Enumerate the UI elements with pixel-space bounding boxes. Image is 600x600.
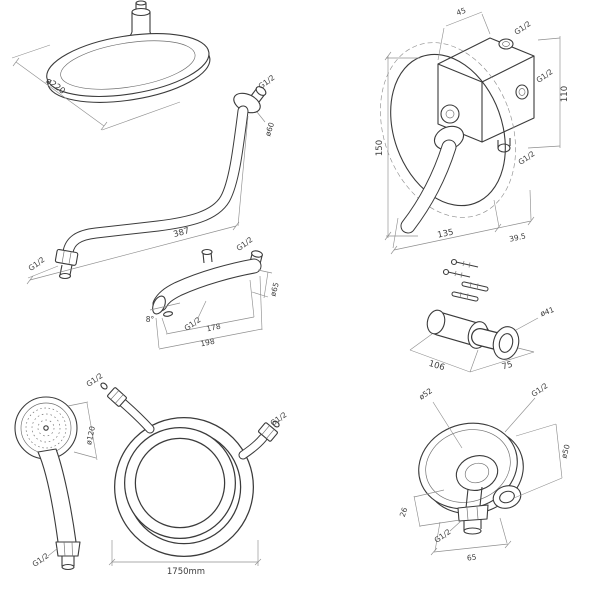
hose-length-label: 1750mm [167,567,205,577]
mixer-handle [400,125,465,234]
outlet-width-label: 65 [466,552,477,562]
hand-shower-handle [37,448,81,571]
outlet-thread-top-label: G1/2 [530,381,550,399]
mixer-depth-label: 39.5 [508,231,526,243]
arm-flange-dia-label: ø60 [263,121,276,137]
hand-shower-head [14,396,78,460]
figure-shower-hose: G1/2 G1/2 1750mm [85,371,289,577]
mixer-top-dim-label: 45 [455,6,467,18]
spout-length-inner-label: 178 [206,322,222,334]
mixer-port-top-label: G1/2 [513,19,533,37]
bracket-length-label: 106 [427,359,445,373]
rain-head-disc [46,33,211,103]
figure-hand-shower: ø120 G1/2 [14,396,98,571]
bracket-dimensions: 106 75 ø41 [409,305,556,373]
arm-length-label: 387 [172,226,190,240]
spout-angle-label: 8° [146,315,155,324]
mixer-dimensions: 45 G1/2 G1/2 G1/2 150 135 39.5 110 [375,6,570,255]
hose-end-top [100,382,155,434]
outlet-thread-bottom-label: G1/2 [433,527,453,545]
outlet-holder-ring [492,485,522,509]
hand-shower-thread-label: G1/2 [31,551,51,569]
mixer-ports [497,38,529,153]
mixer-height-label: 150 [375,140,385,156]
outlet-body-dome [455,455,499,491]
bracket-wall-plugs [451,281,489,302]
figure-mixer-valve: 45 G1/2 G1/2 G1/2 150 135 39.5 110 [375,6,570,255]
figure-shower-arm: G1/2 ø60 387 G1/2 [27,73,277,285]
mixer-escutcheon-plate [390,53,506,207]
hose-end-right [238,420,280,460]
figure-wall-outlet: ø52 G1/2 ø50 26 65 G1/2 [398,381,572,563]
figure-rain-shower-head: ø220 [11,0,211,131]
arm-end-thread [58,264,73,280]
outlet-offset-label: 26 [398,506,410,518]
arm-end-nut [54,248,79,266]
spout-body [152,258,262,317]
mixer-cartridge [440,104,460,124]
outlet-dia-top-label: ø52 [417,386,434,402]
bracket-dia-label: ø41 [539,305,556,318]
mixer-width-label: 135 [437,227,455,240]
figure-bath-spout: G1/2 ø65 8° G1/2 178 198 [146,235,281,350]
bracket-width-label: 75 [501,360,514,373]
outlet-dia-right-label: ø50 [559,443,571,459]
spout-thread-mid-label: G1/2 [183,315,203,333]
mixer-port-right-label: G1/2 [535,67,555,85]
arm-thread-top-label: G1/2 [257,73,277,91]
hose-coil [114,417,254,557]
arm-thread-end-label: G1/2 [27,255,47,273]
mixer-port-bottom-label: G1/2 [517,149,537,167]
mixer-right-height-label: 110 [560,86,570,102]
spout-dia-label: ø65 [268,281,280,297]
bracket-screws [442,258,479,278]
spout-length-outer-label: 198 [200,337,216,349]
spout-thread-top-label: G1/2 [235,235,255,253]
bracket-body [426,309,520,360]
hand-shower-dia-label: ø120 [84,425,97,446]
outlet-bottom-stub [457,486,489,535]
figure-wall-bracket: 106 75 ø41 [409,258,556,373]
spout-diverter-knob [201,248,213,264]
arm-tube [62,105,249,258]
